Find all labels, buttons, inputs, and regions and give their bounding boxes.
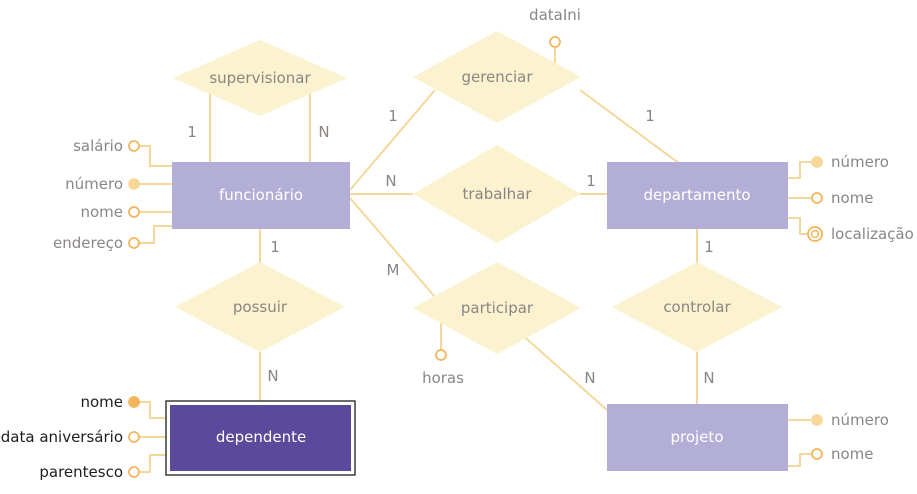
relationship-label-controlar: controlar (663, 298, 731, 316)
relationship-label-gerenciar: gerenciar (461, 68, 533, 86)
entity-label-departamento: departamento (643, 186, 750, 204)
key-attr-circle-dept-numero (811, 156, 823, 168)
line-attr-dep-nome (139, 401, 166, 419)
relationship-label-participar: participar (461, 299, 534, 317)
entity-label-projeto: projeto (671, 428, 724, 446)
attr-label-func-nome: nome (80, 203, 123, 221)
line-attr-proj-nome (788, 453, 811, 467)
cardinality-labels: 1 N 1 1 N 1 M N 1 N 1 N (187, 107, 714, 387)
entity-funcionario[interactable]: funcionário (172, 162, 350, 229)
attr-label-dataIni: dataIni (529, 6, 581, 24)
cardinality-trabalhar-func: N (385, 172, 396, 190)
cardinality-participar-proj: N (584, 369, 595, 387)
attr-label-endereco: endereço (53, 234, 123, 252)
multivalued-attr-inner-circle (810, 229, 820, 239)
cardinality-participar-func: M (387, 261, 400, 279)
attr-circle-horas (435, 349, 447, 361)
attr-label-proj-nome: nome (831, 445, 874, 463)
entity-label-dependente: dependente (216, 428, 306, 446)
attr-label-dept-numero: número (831, 153, 889, 171)
attribute-markers (128, 36, 823, 478)
cardinality-gerenciar-dept: 1 (645, 107, 655, 125)
attr-label-dept-nome: nome (831, 189, 874, 207)
relationship-gerenciar[interactable]: gerenciar (413, 31, 581, 123)
line-attr-salario (139, 145, 172, 167)
attr-label-parentesco: parentesco (39, 463, 123, 481)
key-attr-circle-proj-numero (811, 414, 823, 426)
relationship-label-trabalhar: trabalhar (463, 185, 533, 203)
line-func-gerenciar (349, 89, 436, 191)
attr-label-localizacao: localização (831, 225, 914, 243)
cardinality-supervisionar-right: N (318, 123, 329, 141)
line-func-participar (349, 197, 436, 298)
relationship-label-supervisionar: supervisionar (209, 69, 311, 87)
entity-projeto[interactable]: projeto (607, 404, 788, 471)
cardinality-trabalhar-dept: 1 (586, 172, 596, 190)
relationship-trabalhar[interactable]: trabalhar (413, 145, 581, 243)
line-participar-proj (519, 332, 608, 411)
entity-label-funcionario: funcionário (219, 186, 303, 204)
attr-circle-dept-nome (811, 192, 823, 204)
attr-circle-dataIni (549, 36, 561, 48)
cardinality-gerenciar-func: 1 (388, 107, 398, 125)
entity-departamento[interactable]: departamento (607, 162, 788, 229)
attr-circle-proj-nome (811, 448, 823, 460)
line-attr-endereco (139, 225, 172, 244)
attr-label-salario: salário (73, 137, 123, 155)
relationship-possuir[interactable]: possuir (175, 262, 345, 352)
cardinality-controlar-proj: N (703, 369, 714, 387)
attr-label-data-aniversario: data aniversário (1, 428, 123, 446)
cardinality-possuir-func: 1 (270, 238, 280, 256)
relationship-label-possuir: possuir (233, 298, 288, 316)
relationship-controlar[interactable]: controlar (612, 262, 782, 352)
weak-entity-dependente[interactable]: dependente (165, 400, 356, 476)
partial-key-attr-circle-dep-nome (128, 396, 140, 408)
attr-label-proj-numero: número (831, 411, 889, 429)
line-attr-localizacao (788, 217, 808, 235)
attr-label-func-numero: número (65, 175, 123, 193)
attribute-labels: salário número nome endereço número nome… (1, 6, 914, 481)
attr-circle-salario (128, 140, 140, 152)
cardinality-controlar-dept: 1 (704, 238, 714, 256)
attr-circle-data-aniversario (128, 431, 140, 443)
line-attr-parentesco (139, 454, 166, 473)
relationship-supervisionar[interactable]: supervisionar (173, 40, 347, 116)
attr-label-dep-nome: nome (80, 393, 123, 411)
attr-circle-endereco (128, 237, 140, 249)
cardinality-supervisionar-left: 1 (187, 123, 197, 141)
cardinality-possuir-dep: N (267, 367, 278, 385)
line-attr-dept-numero (788, 161, 811, 179)
attr-circle-parentesco (128, 466, 140, 478)
attr-circle-func-nome (128, 206, 140, 218)
key-attr-circle-func-numero (128, 178, 140, 190)
attr-label-horas: horas (422, 369, 464, 387)
relationship-participar[interactable]: participar (413, 262, 581, 354)
line-gerenciar-dept (579, 89, 681, 165)
